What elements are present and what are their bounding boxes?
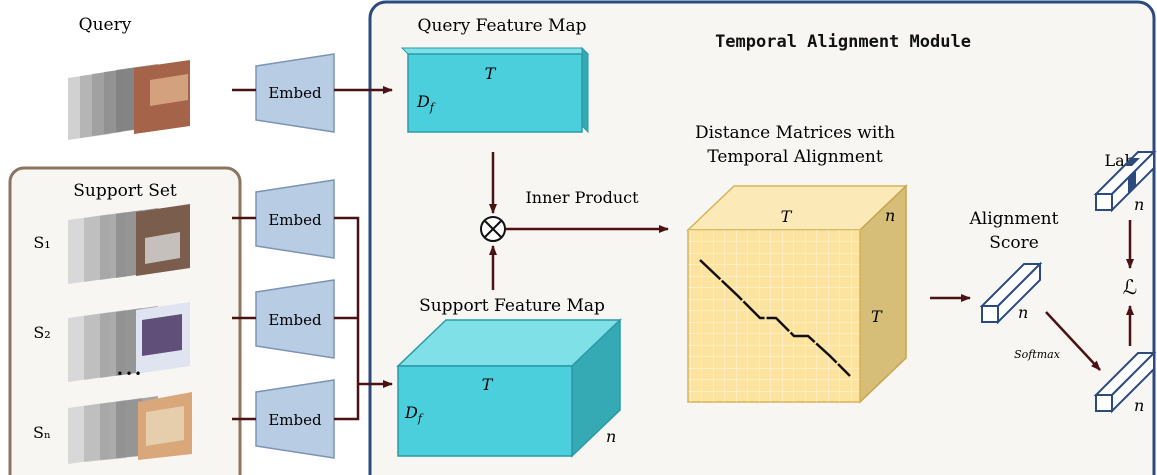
softmax-output-vector: [1093, 350, 1157, 414]
query-label: Query: [79, 15, 132, 35]
query-map-label: Query Feature Map: [418, 16, 587, 36]
alignment-score-vector: [979, 261, 1043, 325]
inner-product-operator: [480, 216, 506, 242]
alignment-score-label-2: Score: [989, 233, 1039, 253]
support-label-n: Sₙ: [33, 423, 51, 442]
label-n: n: [1134, 195, 1144, 214]
arrow-score-to-softmax: [1045, 311, 1101, 371]
support-map-T: T: [482, 375, 494, 394]
alignment-score-n: n: [1018, 303, 1028, 322]
embed-block-query: Embed: [255, 53, 335, 133]
matrix-n: n: [885, 206, 895, 225]
query-map-T: T: [485, 64, 497, 83]
support-frame-stack-1: [68, 204, 190, 284]
alignment-path: [699, 259, 851, 377]
embed-block-support-1: Embed: [255, 179, 335, 259]
support-map-label: Support Feature Map: [419, 296, 605, 316]
inner-product-label: Inner Product: [525, 188, 639, 207]
support-frame-stack-n: [68, 392, 192, 464]
matrix-T-top: T: [781, 207, 793, 226]
support-map-n: n: [606, 427, 616, 446]
label-vector: [1093, 149, 1157, 213]
support-ellipsis: •••: [116, 367, 143, 381]
distance-matrices-label-1: Distance Matrices with: [695, 123, 895, 143]
query-frame-stack: [68, 60, 190, 140]
support-feature-map: [396, 318, 622, 458]
svg-text:Embed: Embed: [268, 411, 322, 429]
softmax-output-n: n: [1134, 396, 1144, 415]
alignment-score-label-1: Alignment: [969, 209, 1059, 229]
support-frame-stack-2: [68, 302, 190, 382]
query-feature-map: [400, 46, 590, 134]
svg-text:Embed: Embed: [268, 311, 322, 329]
svg-text:Embed: Embed: [268, 211, 322, 229]
softmax-label: Softmax: [1014, 348, 1061, 361]
matrix-T-side: T: [871, 307, 883, 326]
support-set-title: Support Set: [73, 181, 177, 201]
distance-matrices-cube: [686, 184, 908, 404]
embed-block-support-2: Embed: [255, 279, 335, 359]
embed-block-support-n: Embed: [255, 379, 335, 459]
support-label-1: S₁: [33, 233, 50, 252]
svg-text:Embed: Embed: [268, 84, 322, 102]
input-connectors: [232, 88, 256, 421]
loss-symbol: ℒ: [1123, 275, 1137, 299]
support-label-2: S₂: [33, 323, 50, 342]
support-merge-connectors: [334, 216, 360, 421]
module-title: Temporal Alignment Module: [715, 32, 971, 52]
distance-matrices-label-2: Temporal Alignment: [707, 147, 883, 167]
label-one-hot-cell: [1128, 170, 1136, 194]
